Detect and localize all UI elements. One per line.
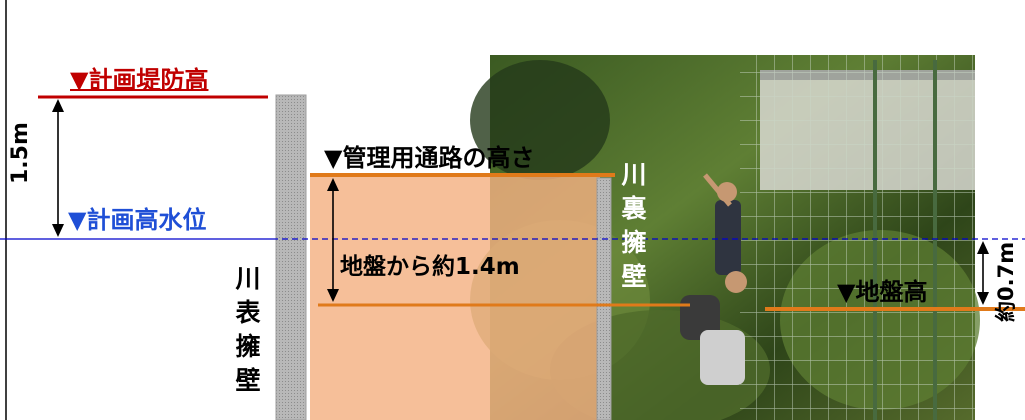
river-front-wall — [275, 94, 307, 420]
river-back-wall-label: 川裏擁壁 — [621, 160, 647, 291]
river-front-wall-label: 川表擁壁 — [235, 264, 261, 395]
design-levee-height-label: ▼計画堤防高 — [70, 66, 209, 94]
worker-standing — [703, 173, 741, 275]
dim-0-7m-label: 約0.7m — [994, 241, 1018, 322]
dim-arrow-1-5m — [52, 99, 64, 237]
river-back-wall — [596, 177, 612, 420]
ground-height-label: ▼地盤高 — [837, 278, 928, 306]
road-fill-area — [310, 175, 600, 420]
dim-1-5m-label: 1.5m — [8, 122, 33, 184]
design-high-water-label: ▼計画高水位 — [68, 206, 207, 234]
management-road-height-label: ▼管理用通路の高さ — [324, 144, 535, 172]
dim-arrow-0-7m — [977, 241, 989, 305]
from-ground-label: 地盤から約1.4m — [340, 254, 520, 280]
dim-arrow-1-4m — [327, 178, 339, 302]
